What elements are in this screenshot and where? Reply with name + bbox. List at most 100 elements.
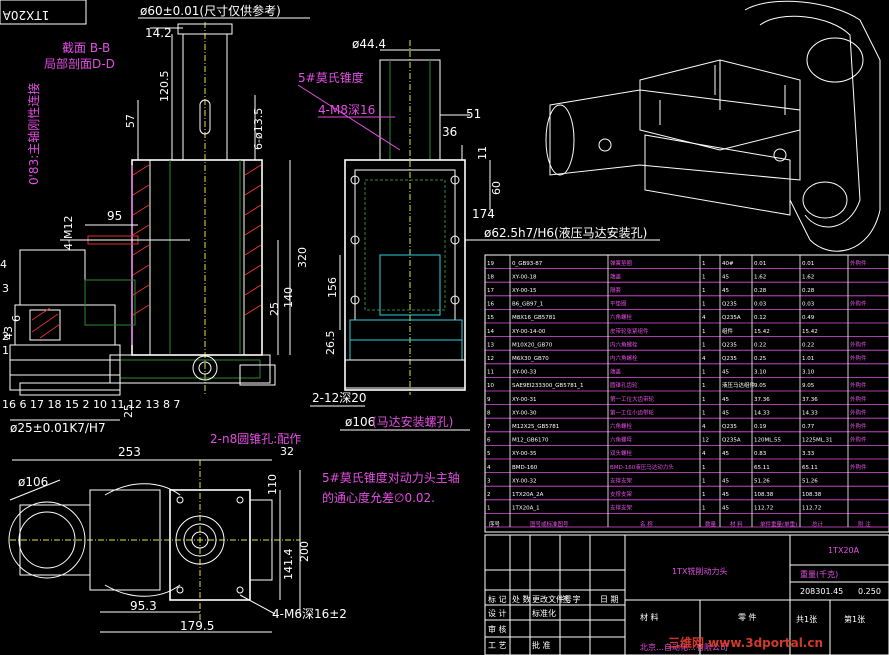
svg-text:4: 4 <box>0 258 7 271</box>
bom-cell: 1 <box>702 370 706 376</box>
dim-253: 253 <box>118 445 141 459</box>
bom-cell: 45 <box>722 370 729 376</box>
dim-6: 6 <box>10 315 23 322</box>
bom-cell: 3.33 <box>802 451 815 457</box>
bom-cell: 45 <box>722 492 729 498</box>
bom-cell: SAE9EI233300_GB5781_1 <box>512 383 583 389</box>
bom-cell: XY-00-33 <box>512 370 537 376</box>
bom-header-no: 序号 <box>489 520 501 528</box>
motor-note: (马达安装螺孔) <box>372 414 453 429</box>
bom-cell: 外购件 <box>850 381 867 389</box>
bom-cell: 内六角螺栓 <box>610 354 638 362</box>
bom-cell: 1 <box>702 478 706 484</box>
svg-text:2: 2 <box>2 330 9 343</box>
bom-cell: 0.22 <box>754 342 766 348</box>
bom-cell: 外购件 <box>850 422 867 430</box>
bom-header-unit: 单件重量(单重) <box>760 520 797 528</box>
bom-header-total: 总计 <box>812 520 824 528</box>
bom-cell: 112.72 <box>802 506 821 512</box>
dim-62-5: ø62.5h7/H6(液压马达安装孔) <box>484 225 647 240</box>
watermark: 三维网 www.3dportal.cn <box>668 635 823 650</box>
top-view <box>8 460 300 620</box>
bom-cell: 1 <box>702 410 706 416</box>
bom-cell: 六角螺栓 <box>610 422 633 430</box>
rev-label-count: 处 数 <box>512 594 531 604</box>
dim-141-4: 141.4 <box>282 549 295 581</box>
bom-cell: Q235A <box>722 438 741 444</box>
bom-cell: 12 <box>487 356 494 362</box>
bom-cell: 外购件 <box>850 300 867 308</box>
dim-57: 57 <box>124 114 137 128</box>
bom-cell: 端盖 <box>610 368 622 376</box>
bom-cell: 1 <box>702 302 706 308</box>
dim-95-3: 95.3 <box>130 599 157 613</box>
bom-cell: 外购件 <box>850 436 867 444</box>
bom-cell: 51.26 <box>754 478 770 484</box>
section-label-bb: 截面 B-B <box>62 41 110 55</box>
bom-cell: 45 <box>722 288 729 294</box>
drawing-number: 1TX20A <box>828 546 860 555</box>
bom-cell: 108.38 <box>802 492 822 498</box>
svg-text:1: 1 <box>2 344 9 357</box>
sheet-number: 第1张 <box>844 614 865 624</box>
dim-36: 36 <box>442 125 457 139</box>
dim-4-m12: 4-M12 <box>62 216 75 250</box>
dim-32: 32 <box>280 445 294 458</box>
dim-140: 140 <box>282 287 295 308</box>
tech-note-line-1: 5#莫氏锥度对动力头主轴 <box>322 470 460 485</box>
sign-label-approve: 批 准 <box>532 640 551 650</box>
dim-25b: 25 <box>122 404 135 418</box>
bom-cell: B6_GB97_1 <box>512 302 543 308</box>
bom-cell: 4 <box>702 424 706 430</box>
bom-cell: 1TX20A_1 <box>512 506 540 512</box>
bom-cell: 1 <box>702 261 706 267</box>
sign-label-design: 设 计 <box>488 608 507 618</box>
bom-cell: XY-00-15 <box>512 288 537 294</box>
bom-cell: 14 <box>487 329 494 335</box>
main-view-dimensions: 14.2 120.5 57 6-ø13.5 4-M12 95 320 140 2… <box>2 26 309 435</box>
svg-text:3: 3 <box>2 282 9 295</box>
bom-cell: XY-00-18 <box>512 274 537 280</box>
dim-6-m13-5: 6-ø13.5 <box>252 108 265 150</box>
taper-label: 5#莫氏锥度 <box>298 70 364 85</box>
section-label-dd: 局部剖面D-D <box>44 56 115 71</box>
bom-cell: 15.42 <box>754 329 770 335</box>
bom-cell: 1 <box>702 329 706 335</box>
dim-95: 95 <box>107 209 122 223</box>
dim-110: 110 <box>266 474 279 495</box>
bom-cell: 4 <box>702 356 706 362</box>
bom-cell: 9.05 <box>802 383 815 389</box>
bom-cell: 3 <box>487 478 491 484</box>
dim-174: 174 <box>472 207 495 221</box>
dim-4-m6: 4-M6深16±2 <box>272 607 347 621</box>
dim-44-4: ø44.4 <box>352 37 386 51</box>
bom-cell: 10 <box>487 383 494 389</box>
bom-cell: 圆锥孔齿轮 <box>610 381 638 389</box>
bom-cell: 0.12 <box>754 315 766 321</box>
dim-60: 60 <box>490 181 503 195</box>
bom-cell: 第一工位大齿带轮 <box>610 395 655 403</box>
svg-text:16 6 17 18 15 2 10 11 12 13 8: 16 6 17 18 15 2 10 11 12 13 8 7 <box>2 398 180 411</box>
bom-cell: 0.49 <box>802 315 815 321</box>
bom-cell: 0.01 <box>802 261 814 267</box>
title-block: 1TX铣削动力头 1TX20A 重量(千克) 208301.45 0.250 材… <box>484 534 889 655</box>
part-label: 零 件 <box>738 612 757 622</box>
bom-cell: 1 <box>702 383 706 389</box>
bom-cell: 外购件 <box>850 259 867 267</box>
bom-cell: 5 <box>487 451 491 457</box>
rev-label-sign: 签 字 <box>562 594 581 604</box>
bom-cell: 0.22 <box>802 342 814 348</box>
weight-value: 208301.45 <box>800 587 843 596</box>
corner-code: 1TX20A <box>2 8 49 22</box>
bom-cell: 4 <box>702 451 706 457</box>
bom-cell: 2 <box>487 492 491 498</box>
bom-cell: 15.42 <box>802 329 818 335</box>
bom-cell: 3.10 <box>802 370 815 376</box>
bom-cell: 平垫圈 <box>610 300 627 308</box>
bom-cell: 1 <box>702 465 706 471</box>
bom-cell: 支撑支架 <box>610 504 633 512</box>
tech-note-line-2: 的通心度允差∅0.02. <box>322 490 435 505</box>
bom-header-name: 名 称 <box>640 520 653 528</box>
dim-120-5: 120.5 <box>158 71 171 103</box>
